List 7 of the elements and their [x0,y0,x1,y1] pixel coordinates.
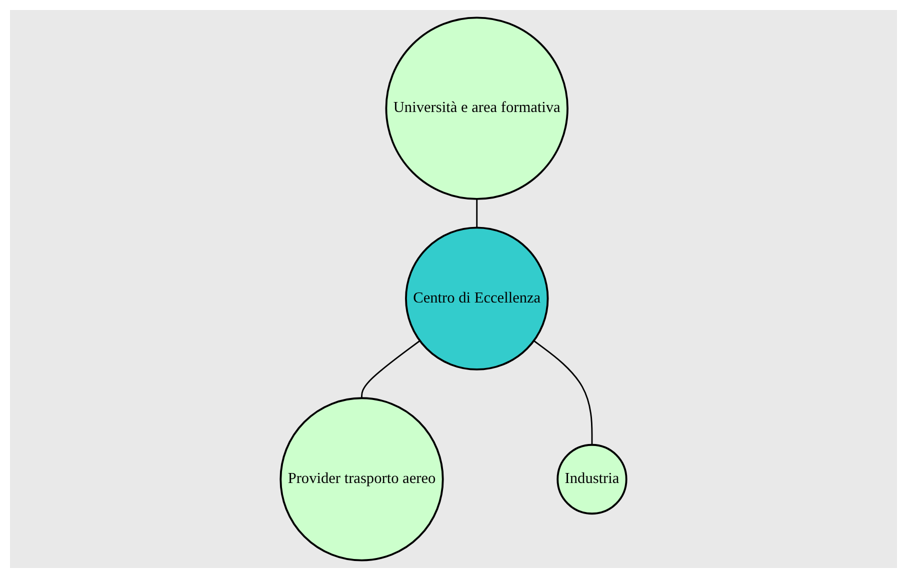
connector [476,198,478,228]
node-circle: Università e area formativa [385,16,568,200]
node-circle: Provider trasporto aereo [280,397,444,562]
node-circle: Centro di Eccellenza [405,226,549,370]
connector [533,340,593,445]
connector [361,340,420,398]
node-circle: Industria [556,444,628,515]
